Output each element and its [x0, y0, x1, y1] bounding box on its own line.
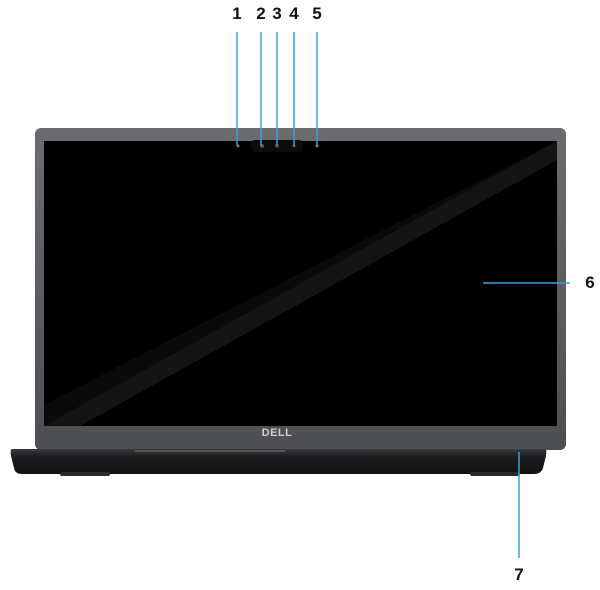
dell-logo: DELL: [262, 427, 293, 439]
callout-label-5: 5: [312, 4, 322, 23]
callout-label-6: 6: [585, 273, 595, 292]
callout-label-7: 7: [514, 565, 524, 584]
callout-label-3: 3: [272, 4, 282, 23]
callout-label-2: 2: [256, 4, 266, 23]
callout-label-4: 4: [289, 4, 299, 23]
callout-label-1: 1: [232, 4, 242, 23]
callout-leader-lines: [236, 32, 570, 558]
laptop-base: [10, 449, 547, 474]
